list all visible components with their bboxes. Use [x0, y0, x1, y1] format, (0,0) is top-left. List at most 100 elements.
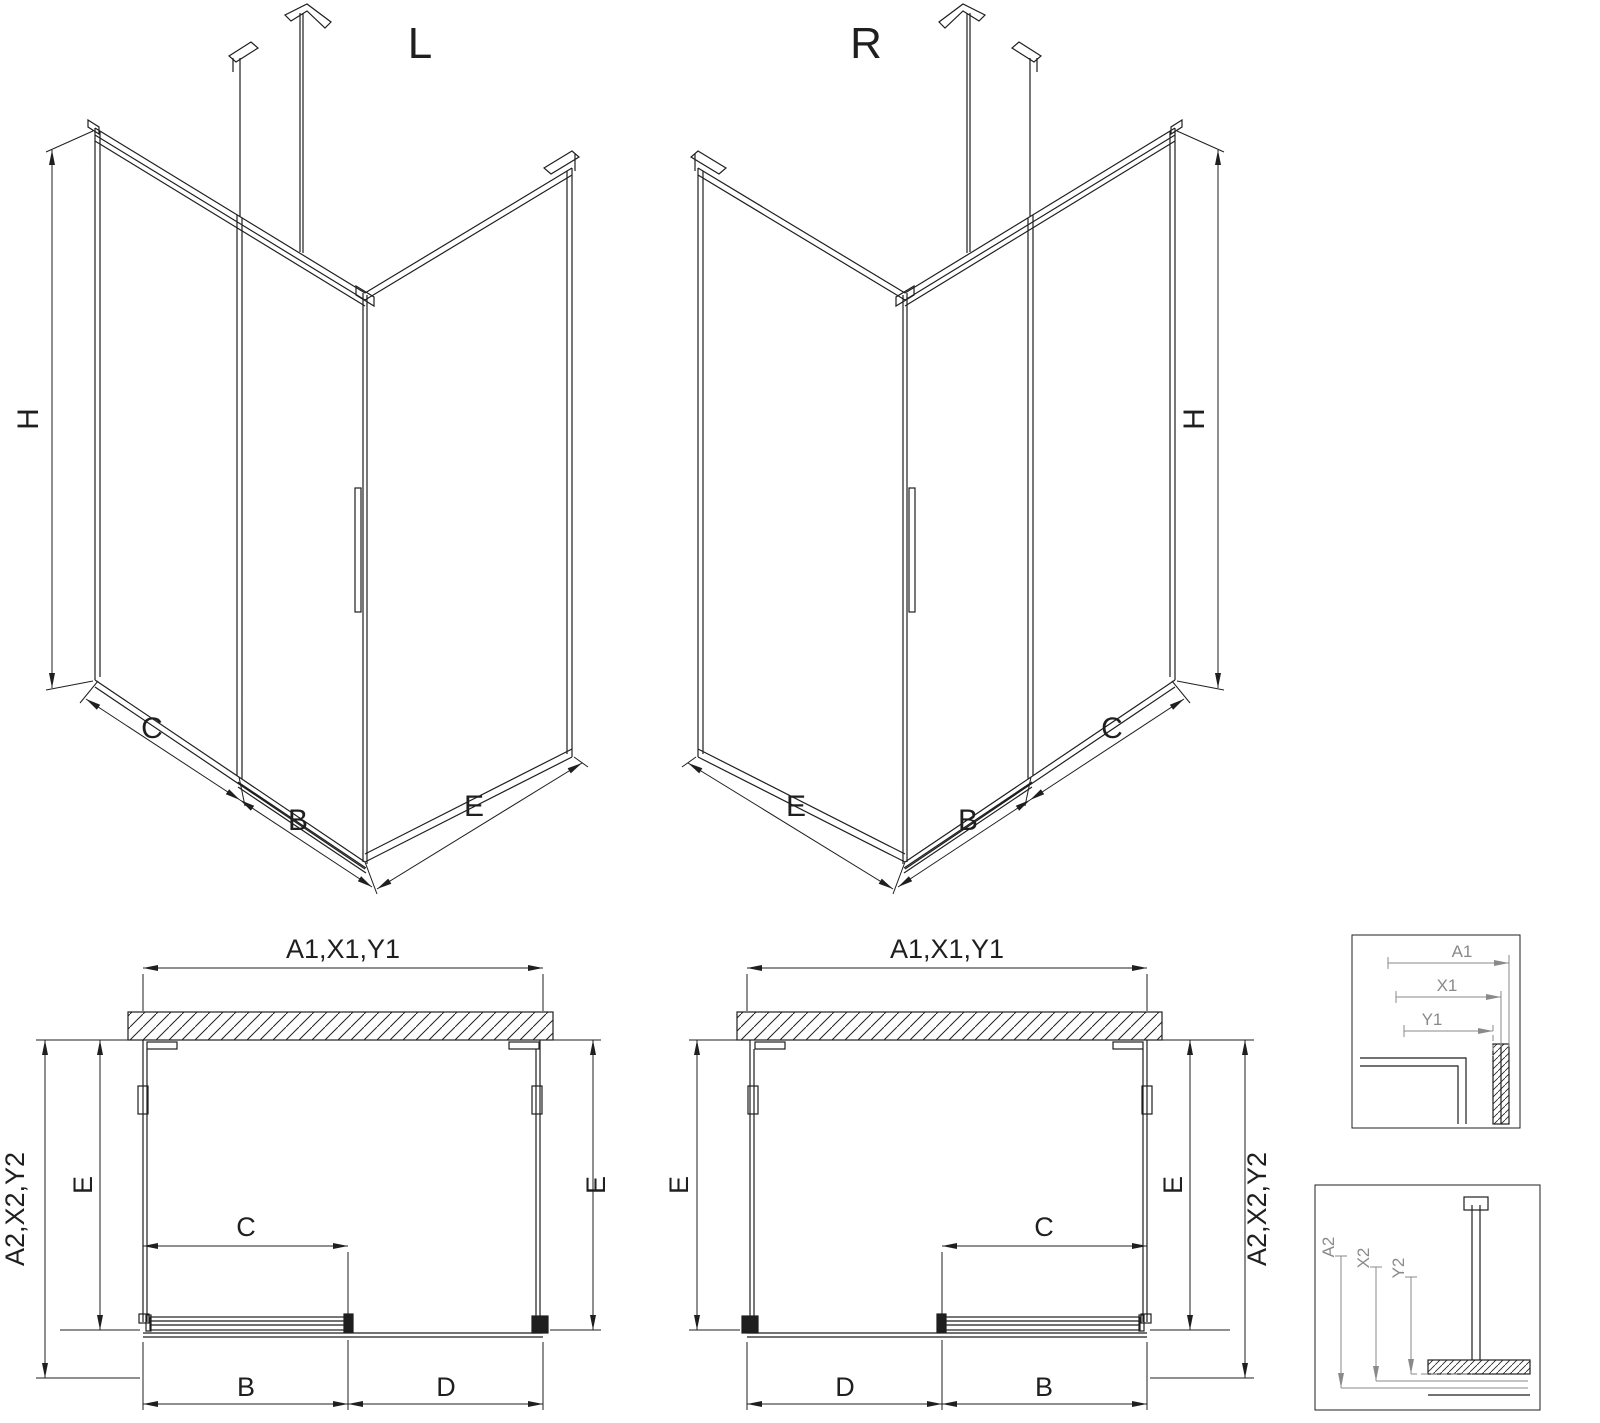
profile-section [1360, 1043, 1510, 1125]
door-handle [354, 487, 362, 613]
extension-lines [1387, 955, 1510, 1047]
plan-left-dimensions: A1,X1,Y1 C B D E A2,X2,Y2 E [0, 934, 611, 1410]
dim-label-c: C [1034, 1212, 1054, 1242]
detail-frame [1351, 934, 1521, 1129]
detail-a1-x1-y1: A1 X1 Y1 [1351, 934, 1521, 1129]
door-cap-left [936, 1313, 947, 1333]
front-door-panel [895, 118, 1183, 874]
glass-panels-plan [741, 1040, 1153, 1338]
dim-label-b: B [237, 1372, 255, 1402]
bracket-right [531, 1085, 543, 1115]
plan-view-left: A1,X1,Y1 C B D E A2,X2,Y2 E [0, 934, 611, 1410]
sliding-door-plan [936, 1313, 1145, 1333]
bracket-left [747, 1085, 759, 1115]
wall-profile-left [146, 1041, 178, 1050]
detail-a2-x2-y2: A2 X2 Y2 [1314, 1184, 1541, 1411]
corner-connector [895, 284, 915, 308]
dim-label-a2: A2,X2,Y2 [0, 1152, 30, 1266]
extension-lines [681, 130, 1225, 895]
dim-line-c [85, 698, 241, 801]
iso-left-dimensions: H C B E [12, 130, 589, 895]
top-bracket [1463, 1196, 1489, 1211]
dim-label-e-right: E [581, 1176, 611, 1194]
dim-label-b: B [1035, 1372, 1053, 1402]
view-title-right: R [850, 19, 882, 68]
view-title-left: L [408, 19, 432, 68]
corner-block [531, 1315, 549, 1334]
plan-view-right: A1,X1,Y1 C D B E E A2,X2,Y2 [664, 934, 1272, 1410]
dim-label-y1: Y1 [1422, 1010, 1443, 1029]
dim-label-d: D [436, 1372, 456, 1402]
dim-label-a1: A1 [1452, 942, 1473, 961]
dim-label-top: A1,X1,Y1 [286, 934, 400, 964]
extension-lines [45, 130, 589, 895]
side-wall-bracket [689, 150, 728, 175]
wall-profile-right [1112, 1041, 1144, 1050]
top-support-bars [227, 3, 332, 253]
dim-label-c: C [236, 1212, 256, 1242]
door-handle [908, 487, 916, 613]
dim-label-e-left: E [68, 1176, 98, 1194]
door-leaf [943, 1316, 1141, 1331]
dim-label-c: C [141, 712, 163, 745]
extension-lines [1335, 1255, 1528, 1389]
bracket-left [137, 1085, 149, 1115]
dim-label-e: E [464, 790, 484, 823]
dim-label-x2: X2 [1354, 1248, 1373, 1269]
dim-label-c: C [1101, 712, 1123, 745]
ceiling-bracket [283, 3, 332, 29]
iso-view-right: R H C B E [681, 3, 1225, 895]
top-support-bars [938, 3, 1043, 253]
dim-label-x1: X1 [1437, 976, 1458, 995]
wall-profile-bracket [1170, 118, 1183, 136]
side-panel [364, 150, 581, 863]
dim-line-c [1029, 698, 1185, 801]
support-bracket [227, 41, 260, 63]
plan-right-dimensions: A1,X1,Y1 C D B E E A2,X2,Y2 [664, 934, 1272, 1410]
detail-top-dimensions: A1 X1 Y1 [1387, 942, 1510, 1056]
dim-label-b: B [288, 804, 308, 837]
iso-view-left: L H C B E [12, 3, 589, 895]
glass-panels-plan [137, 1040, 549, 1338]
wall-hatch [127, 1011, 554, 1041]
side-panel [689, 150, 906, 863]
dim-label-a2: A2 [1319, 1237, 1338, 1258]
wall-hatch [736, 1011, 1163, 1041]
door-leaf [149, 1316, 347, 1331]
profile-section [1427, 1196, 1531, 1396]
dim-label-h: H [1178, 408, 1211, 430]
dim-line-b [239, 799, 373, 888]
dim-line-b [897, 799, 1031, 888]
door-cap-right [343, 1313, 354, 1333]
ceiling-bracket [938, 3, 987, 29]
detail-bottom-dimensions: A2 X2 Y2 [1319, 1237, 1528, 1389]
corner-block [741, 1315, 759, 1334]
dim-label-h: H [12, 408, 45, 430]
dim-line-e [687, 762, 894, 890]
wall-profile-bracket [87, 118, 100, 136]
wall-profile-left [754, 1041, 786, 1050]
panel-end-cap [1140, 1313, 1152, 1324]
sliding-door-plan [145, 1313, 354, 1333]
dim-line-e [376, 762, 583, 890]
door-cap-right [1138, 1314, 1145, 1332]
dim-label-a2: A2,X2,Y2 [1242, 1152, 1272, 1266]
panel-end-cap [138, 1313, 150, 1324]
bracket-right [1141, 1085, 1153, 1115]
dim-label-d: D [835, 1372, 855, 1402]
dim-label-top: A1,X1,Y1 [890, 934, 1004, 964]
support-bracket [1010, 41, 1043, 63]
wall-profile-right [508, 1041, 540, 1050]
corner-connector [355, 284, 375, 308]
iso-right-dimensions: H C B E [681, 130, 1225, 895]
dim-label-e: E [786, 790, 806, 823]
dim-label-b: B [958, 804, 978, 837]
detail-frame [1314, 1184, 1541, 1411]
dim-label-e-right: E [1158, 1176, 1188, 1194]
door-cap-left [145, 1314, 152, 1332]
dim-label-e-left: E [664, 1176, 694, 1194]
side-wall-bracket [542, 150, 581, 175]
front-door-panel [87, 118, 375, 874]
